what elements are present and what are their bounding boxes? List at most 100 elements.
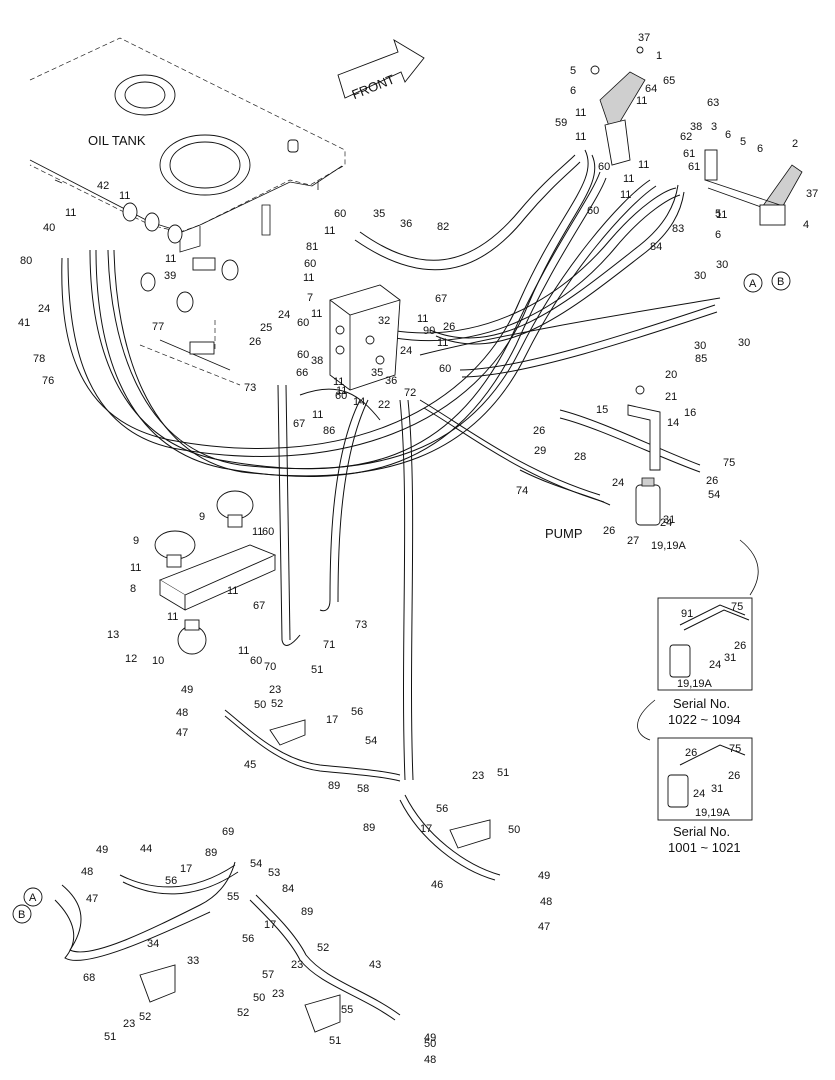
part-callout: 29	[534, 445, 546, 457]
part-callout: 75	[723, 457, 735, 469]
part-callout: 78	[33, 353, 45, 365]
serial-2-title: Serial No.	[673, 824, 730, 839]
part-callout: 77	[152, 321, 164, 333]
part-callout: 73	[355, 619, 367, 631]
part-callout: 17	[264, 919, 276, 931]
part-callout: 89	[363, 822, 375, 834]
part-callout: 34	[147, 938, 159, 950]
part-callout: 54	[365, 735, 377, 747]
part-callout: 11	[716, 209, 727, 221]
part-callout: 23	[123, 1018, 135, 1030]
connector-b-top	[771, 271, 791, 291]
part-callout: 11	[324, 225, 335, 237]
part-callout: 57	[262, 969, 274, 981]
part-callout: 67	[293, 418, 305, 430]
part-callout: 60	[304, 258, 316, 270]
part-callout: 56	[436, 803, 448, 815]
part-callout: 25	[260, 322, 272, 334]
part-callout: 50	[508, 824, 520, 836]
part-callout: 19,19A	[651, 540, 687, 552]
part-callout: 60	[297, 317, 309, 329]
part-callout: 76	[42, 375, 54, 387]
part-callout: 11	[312, 409, 323, 421]
part-callout: 60	[250, 655, 262, 667]
part-callout: 81	[306, 241, 318, 253]
part-callout: 52	[139, 1011, 151, 1023]
connector-a-bottom-label: A	[29, 892, 37, 904]
part-callout: 56	[242, 933, 254, 945]
part-callout: 48	[424, 1054, 436, 1066]
part-callout: 41	[18, 317, 30, 329]
part-callout: 24	[38, 303, 50, 315]
connector-b-bottom-label: B	[18, 909, 25, 921]
part-callout: 11	[311, 308, 322, 320]
part-callout: 30	[738, 337, 750, 349]
part-callout: 16	[684, 407, 696, 419]
part-callout: 60	[598, 161, 610, 173]
part-callout: 24	[400, 345, 412, 357]
part-callout: 37	[806, 188, 818, 200]
part-callout: 14	[667, 417, 679, 429]
part-callout: 60	[587, 205, 599, 217]
part-callout: 80	[20, 255, 32, 267]
part-callout: 51	[497, 767, 509, 779]
part-callout: 24	[693, 788, 705, 800]
part-callout: 54	[708, 489, 720, 501]
part-callout: 24	[660, 517, 672, 529]
part-callout: 26	[734, 640, 746, 652]
part-callout: 26	[249, 336, 261, 348]
brackets	[139, 719, 491, 1033]
part-callout: 11	[119, 190, 130, 202]
part-callout: 46	[431, 879, 443, 891]
part-callout: 26	[706, 475, 718, 487]
part-callout: 14	[353, 396, 365, 408]
part-callout: 11	[252, 526, 263, 538]
part-callout: 26	[685, 747, 697, 759]
part-callout: 2	[792, 138, 798, 150]
part-callout: 72	[404, 387, 416, 399]
part-callout: 61	[688, 161, 700, 173]
part-callout: 70	[264, 661, 276, 673]
part-callout: 11	[130, 562, 141, 574]
part-callout: 83	[672, 223, 684, 235]
part-callout: 17	[420, 823, 432, 835]
part-callout: 67	[435, 293, 447, 305]
part-callout: 42	[97, 180, 109, 192]
part-callout: 85	[695, 353, 707, 365]
part-callout: 26	[728, 770, 740, 782]
part-callout: 55	[227, 891, 239, 903]
part-callout: 49	[96, 844, 108, 856]
part-callout: 23	[272, 988, 284, 1000]
part-callout: 48	[176, 707, 188, 719]
part-callout: 30	[716, 259, 728, 271]
part-callout: 75	[731, 601, 743, 613]
part-callout: 19,19A	[677, 678, 713, 690]
part-callout: 10	[152, 655, 164, 667]
part-callout: 71	[323, 639, 335, 651]
part-callout: 68	[83, 972, 95, 984]
part-callout: 67	[253, 600, 265, 612]
part-callout: 54	[250, 858, 262, 870]
front-arrow	[337, 38, 425, 99]
part-callout: 56	[165, 875, 177, 887]
part-callout: 11	[437, 337, 448, 349]
part-callout: 11	[575, 107, 586, 119]
part-callout: 11	[227, 585, 238, 597]
part-callout: 11	[336, 385, 347, 397]
part-callout: 11	[165, 253, 176, 265]
part-callout: 39	[164, 270, 176, 282]
inset-pointer-lower	[637, 699, 656, 741]
part-callout: 61	[683, 148, 695, 160]
part-callout: 60	[335, 390, 347, 402]
part-callout: 66	[296, 367, 308, 379]
part-callout: 9	[199, 511, 205, 523]
part-callout: 49	[538, 870, 550, 882]
part-callout: 40	[43, 222, 55, 234]
inset-1-parts	[669, 604, 750, 678]
part-callout: 31	[724, 652, 736, 664]
part-callout: 17	[180, 863, 192, 875]
part-callout: 51	[311, 664, 323, 676]
part-callout: 11	[623, 173, 634, 185]
